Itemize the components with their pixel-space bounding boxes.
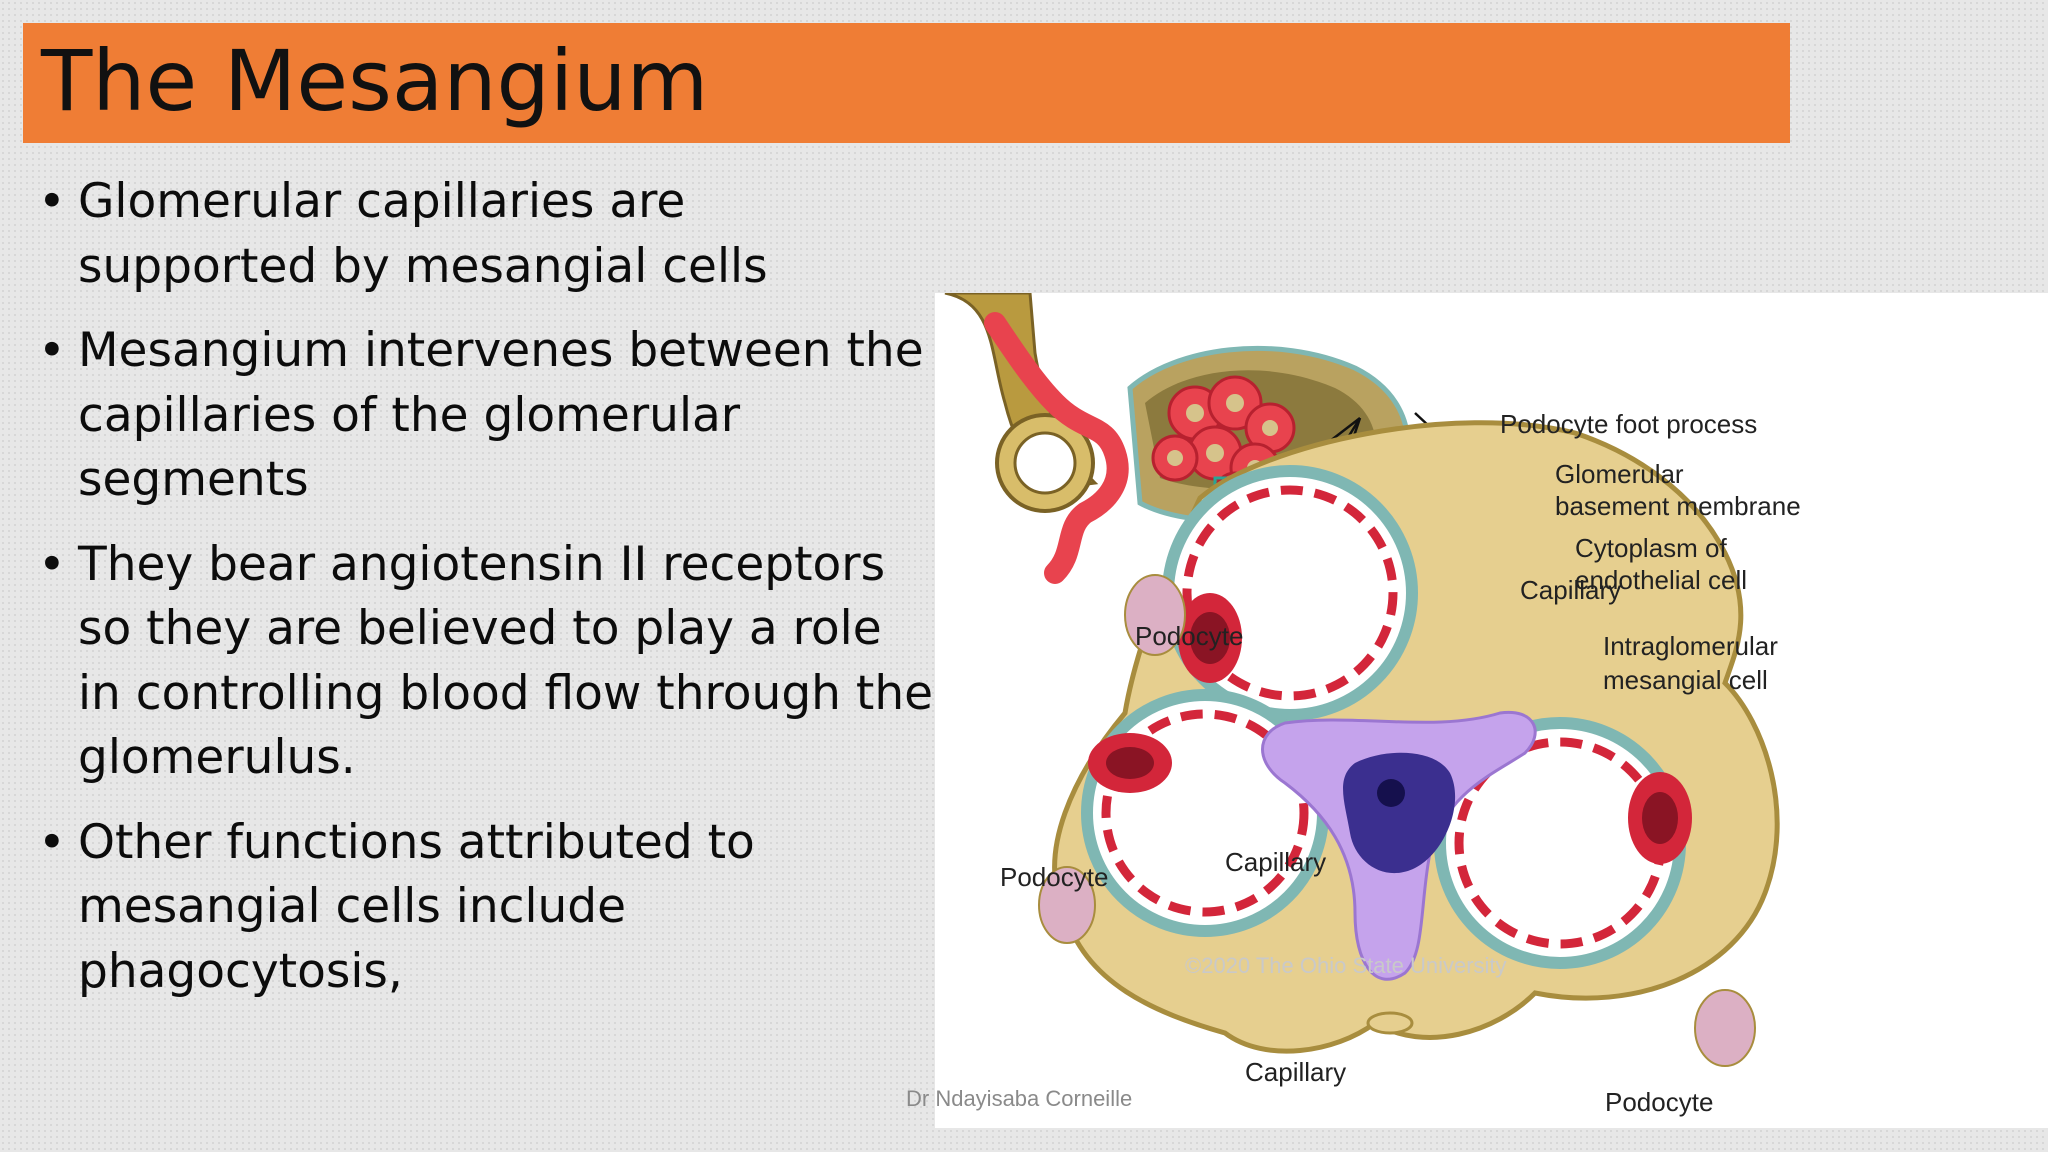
bullet-dot: • [38,174,66,229]
label-podocyte-left: Podocyte [1000,862,1108,892]
label-podocyte-foot-process: Podocyte foot process [1500,409,1757,439]
label-cytoplasm-2: endothelial cell [1575,565,1747,595]
bullet-item: • Glomerular capillaries are supported b… [36,170,936,299]
mesangium-diagram: Podocyte foot process Glomerular basemen… [935,293,2048,1128]
title-bar: The Mesangium [23,23,1790,143]
bullet-item: • They bear angiotensin II receptors so … [36,533,936,791]
bowman-capsule-illustration [944,293,1411,584]
bullet-text: Mesangium intervenes between the capilla… [78,323,924,507]
label-mesangial-1: Intraglomerular [1603,631,1778,661]
label-glomerular-bm-2: basement membrane [1555,491,1801,521]
label-mesangial-2: mesangial cell [1603,665,1768,695]
label-capillary-top: Capillary [1520,575,1621,605]
bullet-text: Glomerular capillaries are supported by … [78,174,768,294]
bullet-item: • Mesangium intervenes between the capil… [36,319,936,513]
bullet-list: • Glomerular capillaries are supported b… [36,170,936,1024]
label-glomerular-bm-1: Glomerular [1555,459,1684,489]
bullet-dot: • [38,814,66,870]
bullet-dot: • [38,536,66,592]
label-podocyte-bottom: Podocyte [1605,1087,1713,1117]
bullet-dot: • [38,323,66,378]
slide-footer: Dr Ndayisaba Corneille [906,1086,1133,1111]
label-podocyte-top: Podocyte [1135,621,1243,651]
bullet-text: Other functions attributed to mesangial … [78,814,755,999]
slide-title: The Mesangium [41,32,709,130]
bullet-item: • Other functions attributed to mesangia… [36,811,936,1005]
label-capillary-right: Capillary [1245,1057,1346,1087]
label-capillary-left: Capillary [1225,847,1326,877]
glomerular-capillary-cross-section [1038,420,1780,1067]
label-cytoplasm-1: Cytoplasm of [1575,533,1727,563]
bullet-text: They bear angiotensin II receptors so th… [78,536,934,786]
diagram-svg: Podocyte foot process Glomerular basemen… [944,293,1801,1117]
copyright-watermark: ©2020 The Ohio State University [1185,953,1507,978]
